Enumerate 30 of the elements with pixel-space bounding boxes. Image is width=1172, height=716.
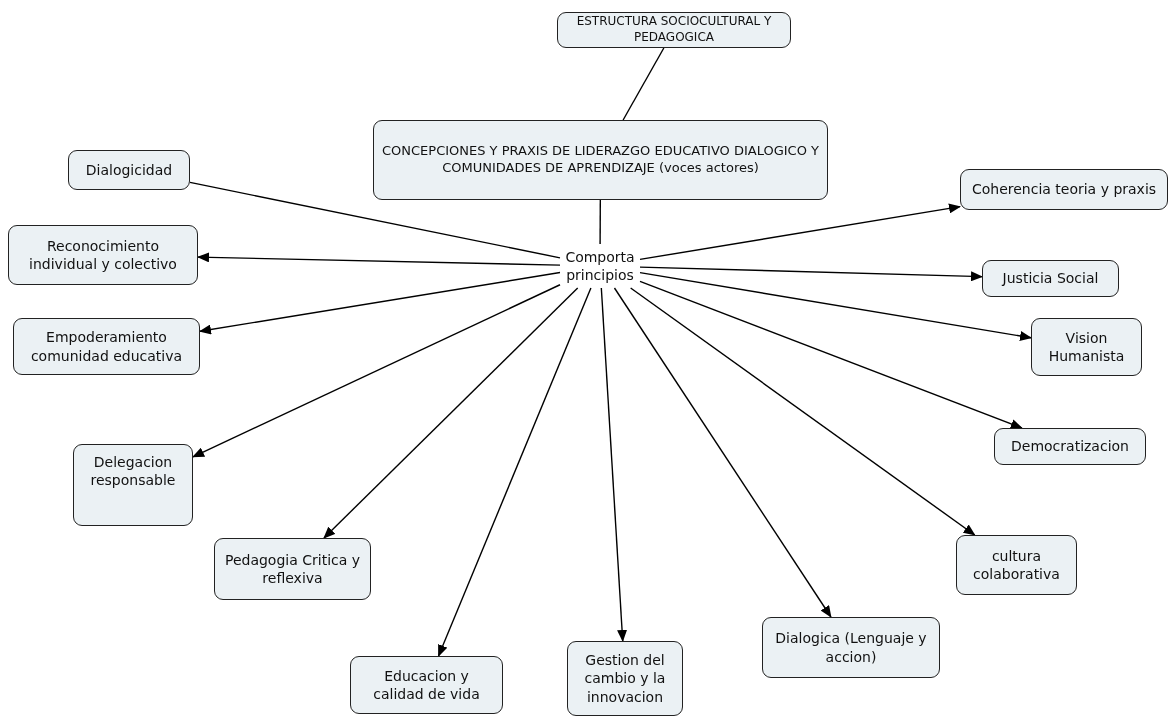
connector-line [599, 199, 601, 245]
arrow [199, 271, 561, 335]
arrow [629, 287, 976, 536]
arrow [437, 287, 592, 657]
arrow [639, 271, 1032, 341]
concept-box: Gestion del cambio y la innovacion [567, 641, 683, 716]
arrow [323, 287, 579, 539]
concept-box: Justicia Social [982, 260, 1119, 297]
arrow [600, 287, 628, 642]
concept-box: Dialogica (Lenguaje y accion) [762, 617, 940, 678]
concept-box: CONCEPCIONES Y PRAXIS DE LIDERAZGO EDUCATIVO DIALOGICO Y COMUNIDADES DE APRENDIZAJE (voces actores) [373, 120, 828, 200]
concept-box: ESTRUCTURA SOCIOCULTURAL Y PEDAGOGICA [557, 12, 791, 48]
concept-box: Pedagogia Critica y reflexiva [214, 538, 371, 600]
connector-line [622, 47, 665, 121]
arrow [639, 280, 1023, 429]
concept-box: Reconocimiento individual y colectivo [8, 225, 198, 285]
concept-box: Dialogicidad [68, 150, 190, 190]
concept-box: Coherencia teoria y praxis [960, 169, 1168, 210]
arrow [192, 284, 561, 458]
concept-box: Empoderamiento comunidad educativa [13, 318, 200, 375]
arrow [197, 252, 561, 266]
connector-line [189, 181, 561, 259]
concept-box: Delegacion responsable [73, 444, 193, 526]
arrow [639, 266, 983, 282]
concept-box: Educacion y calidad de vida [350, 656, 503, 714]
concept-box: Vision Humanista [1031, 318, 1142, 376]
arrow [639, 203, 961, 261]
concept-box: cultura colaborativa [956, 535, 1077, 595]
concept-box: Democratizacion [994, 428, 1146, 465]
arrow [613, 287, 832, 618]
